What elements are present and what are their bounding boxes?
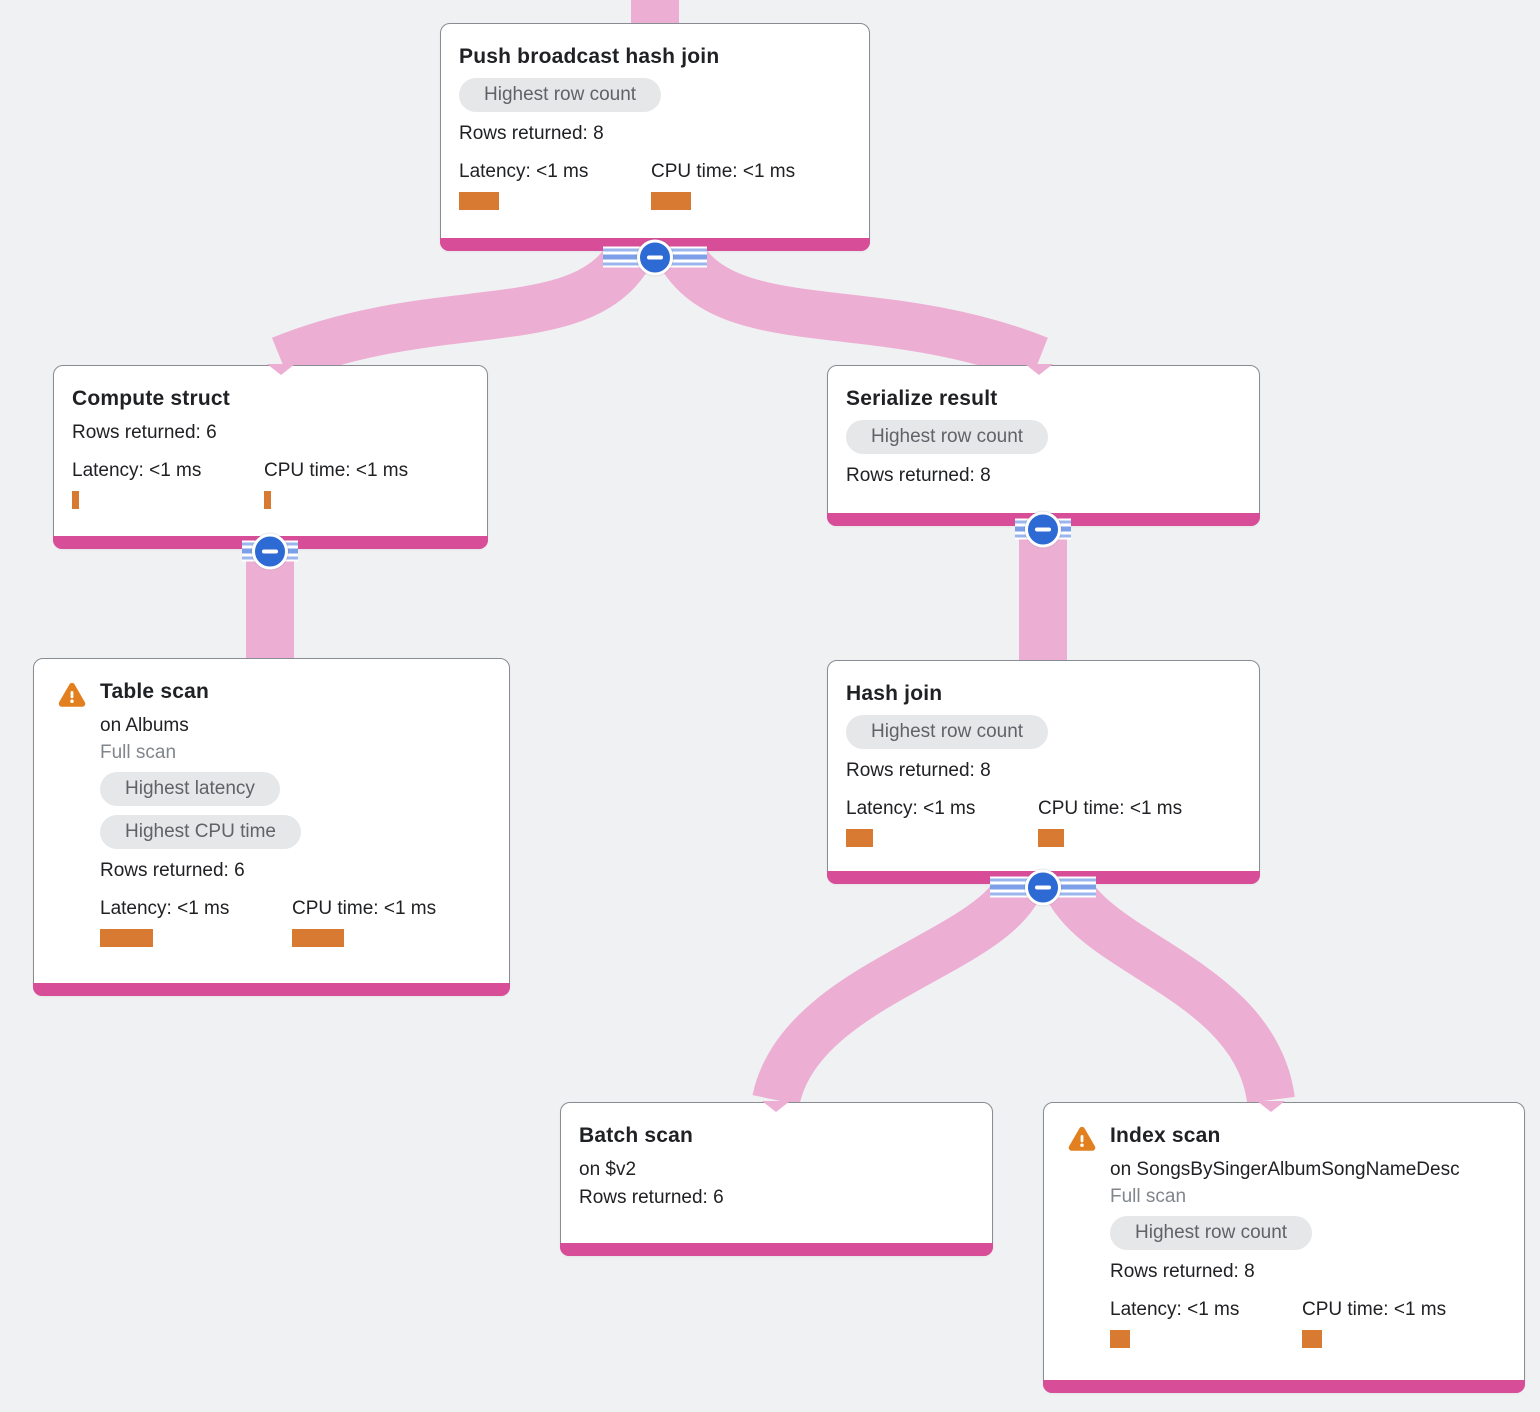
node-bottom-accent <box>33 983 510 996</box>
edge-tip <box>267 364 295 375</box>
latency-bar <box>72 491 79 509</box>
collapse-button[interactable] <box>637 239 673 275</box>
collapse-connector-push[interactable] <box>603 239 707 275</box>
node-title: Push broadcast hash join <box>459 45 720 68</box>
cpu-time-label: CPU time: <1 ms <box>292 898 437 919</box>
cpu-time-bar <box>292 929 344 947</box>
collapse-connector-serialize[interactable] <box>1015 511 1071 547</box>
latency-bar <box>459 192 499 210</box>
minus-icon <box>262 549 278 553</box>
cpu-time-bar <box>651 192 691 210</box>
node-push-broadcast-hash-join[interactable]: Push broadcast hash join Highest row cou… <box>440 23 870 251</box>
node-table-scan[interactable]: Table scan on Albums Full scan Highest l… <box>33 658 510 996</box>
cpu-time-bar <box>1038 829 1064 847</box>
node-title: Batch scan <box>579 1124 694 1147</box>
collapse-connector-hash[interactable] <box>990 869 1096 905</box>
rows-returned: Rows returned: 6 <box>72 422 217 443</box>
full-scan-note: Full scan <box>1110 1186 1187 1207</box>
rows-returned: Rows returned: 8 <box>1110 1261 1255 1282</box>
collapse-button[interactable] <box>252 533 288 569</box>
node-title: Serialize result <box>846 387 998 410</box>
node-compute-struct[interactable]: Compute struct Rows returned: 6 Latency:… <box>53 365 488 549</box>
warning-icon <box>1068 1125 1096 1153</box>
node-title: Hash join <box>846 682 943 705</box>
node-batch-scan[interactable]: Batch scan on $v2 Rows returned: 6 <box>560 1102 993 1256</box>
cpu-time-label: CPU time: <1 ms <box>651 161 796 182</box>
latency-label: Latency: <1 ms <box>846 798 976 819</box>
latency-bar <box>846 829 873 847</box>
node-title: Index scan <box>1110 1124 1221 1147</box>
cpu-time-bar <box>1302 1330 1322 1348</box>
rows-returned: Rows returned: 6 <box>579 1187 724 1208</box>
rows-returned: Rows returned: 6 <box>100 860 245 881</box>
edge-tip <box>1025 364 1053 375</box>
node-bottom-accent <box>1043 1380 1525 1393</box>
badge-highest-row-count: Highest row count <box>846 715 1049 749</box>
edge-hash-to-index-scan <box>1043 872 1295 1105</box>
badge-highest-cpu-time: Highest CPU time <box>100 815 301 849</box>
cpu-time-label: CPU time: <1 ms <box>1038 798 1183 819</box>
full-scan-note: Full scan <box>100 742 177 763</box>
minus-icon <box>1035 885 1051 889</box>
minus-icon <box>1035 527 1051 531</box>
latency-bar <box>100 929 153 947</box>
latency-label: Latency: <1 ms <box>72 460 202 481</box>
collapse-button[interactable] <box>1025 869 1061 905</box>
node-target: on SongsBySingerAlbumSongNameDesc <box>1110 1159 1460 1180</box>
rows-returned: Rows returned: 8 <box>846 760 991 781</box>
minus-icon <box>647 255 663 259</box>
latency-label: Latency: <1 ms <box>100 898 230 919</box>
rows-returned: Rows returned: 8 <box>846 465 991 486</box>
node-hash-join[interactable]: Hash join Highest row count Rows returne… <box>827 660 1260 884</box>
node-title: Table scan <box>100 680 209 703</box>
latency-bar <box>1110 1330 1130 1348</box>
node-bottom-accent <box>560 1243 993 1256</box>
edge-tip <box>1257 1101 1285 1112</box>
badge-highest-latency: Highest latency <box>100 772 280 806</box>
latency-label: Latency: <1 ms <box>1110 1299 1240 1320</box>
badge-highest-row-count: Highest row count <box>459 78 662 112</box>
badge-highest-row-count: Highest row count <box>846 420 1049 454</box>
collapse-button[interactable] <box>1025 511 1061 547</box>
node-index-scan[interactable]: Index scan on SongsBySingerAlbumSongName… <box>1043 1102 1525 1393</box>
edge-push-to-compute-struct <box>271 237 654 383</box>
edge-hash-to-batch-scan <box>752 872 1043 1107</box>
cpu-time-label: CPU time: <1 ms <box>264 460 409 481</box>
node-serialize-result[interactable]: Serialize result Highest row count Rows … <box>827 365 1260 526</box>
node-title: Compute struct <box>72 387 230 410</box>
rows-returned: Rows returned: 8 <box>459 123 604 144</box>
edge-tip <box>762 1101 790 1112</box>
node-target: on $v2 <box>579 1159 637 1180</box>
edge-push-to-serialize-result <box>656 237 1048 383</box>
node-target: on Albums <box>100 715 189 736</box>
cpu-time-label: CPU time: <1 ms <box>1302 1299 1447 1320</box>
latency-label: Latency: <1 ms <box>459 161 589 182</box>
warning-icon <box>58 681 86 709</box>
cpu-time-bar <box>264 491 271 509</box>
badge-highest-row-count: Highest row count <box>1110 1216 1313 1250</box>
collapse-connector-compute[interactable] <box>242 533 298 569</box>
